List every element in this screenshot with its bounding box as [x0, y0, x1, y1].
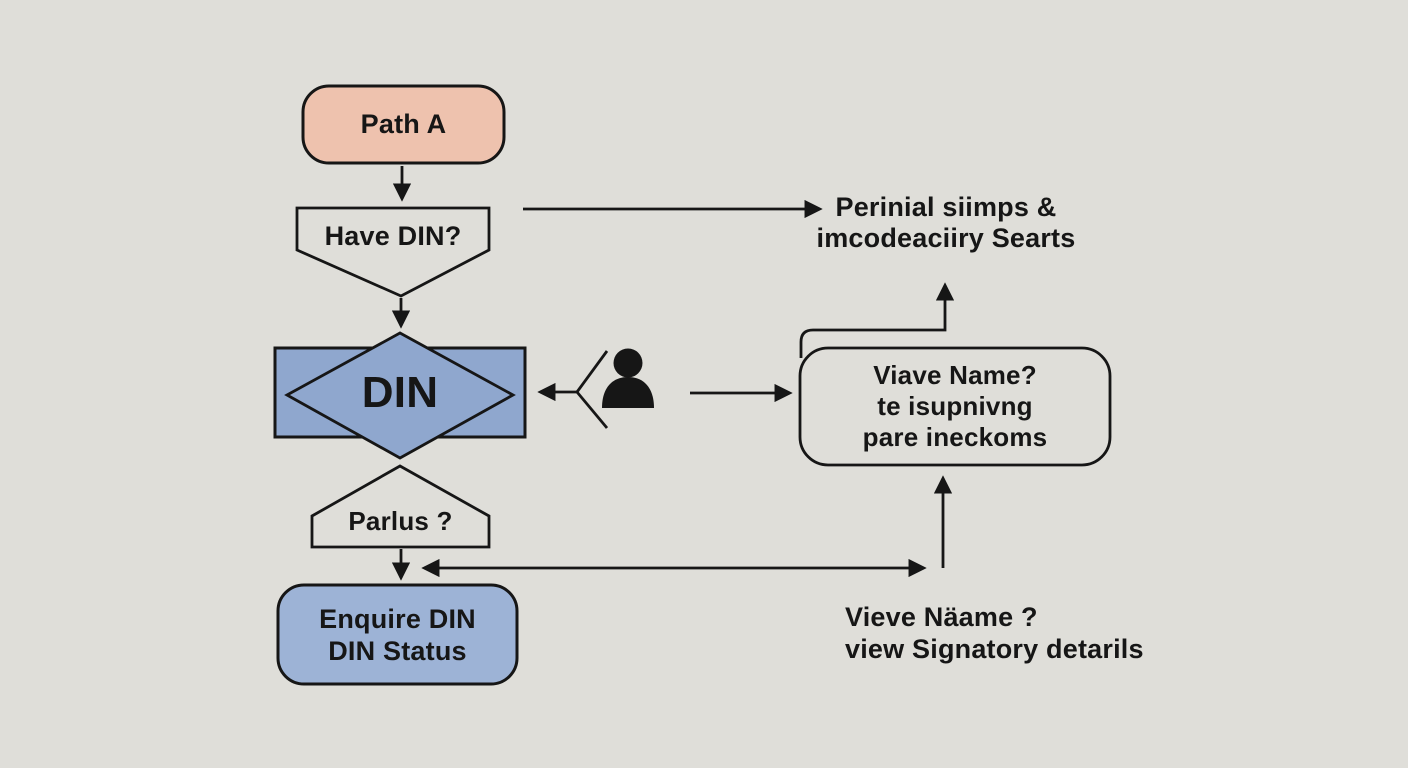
- top-right-note-line2: imcodeaciiry Searts: [816, 223, 1076, 253]
- din-diamond: [284, 331, 516, 460]
- top-right-note: Perinial siimps & imcodeaciiry Searts: [795, 192, 1097, 254]
- viave-name-line1: Viave Name?: [873, 360, 1037, 390]
- din-label: DIN: [361, 367, 439, 417]
- parlus-node: [310, 464, 491, 549]
- top-right-note-line1: Perinial siimps &: [835, 192, 1057, 222]
- viave-name-line3: pare ineckoms: [862, 422, 1048, 452]
- arrow-viave-to-topnote: [799, 282, 955, 358]
- person-icon: [602, 348, 654, 408]
- viave-name-line2: te isupnivng: [877, 391, 1033, 421]
- enquire-din-line1: Enquire DIN: [319, 603, 476, 634]
- viave-name-node: [798, 346, 1112, 467]
- parlus-label: Parlus ?: [348, 505, 453, 536]
- path-a-node: [301, 84, 506, 165]
- bottom-right-note-line2: view Signatory detarils: [845, 634, 1144, 664]
- path-a-label: Path A: [360, 109, 447, 139]
- enquire-din-label: Enquire DIN DIN Status: [278, 585, 517, 684]
- have-din-label: Have DIN?: [324, 220, 462, 251]
- enquire-din-line2: DIN Status: [328, 635, 467, 666]
- bottom-right-note-line1: Vieve Näame ?: [845, 602, 1038, 632]
- have-din-node: [295, 206, 491, 298]
- fork-arrow-to-din: [537, 350, 609, 429]
- enquire-din-node: [276, 583, 519, 686]
- viave-name-label: Viave Name? te isupnivng pare ineckoms: [800, 348, 1110, 465]
- bottom-right-note: Vieve Näame ? view Signatory detarils: [845, 601, 1175, 665]
